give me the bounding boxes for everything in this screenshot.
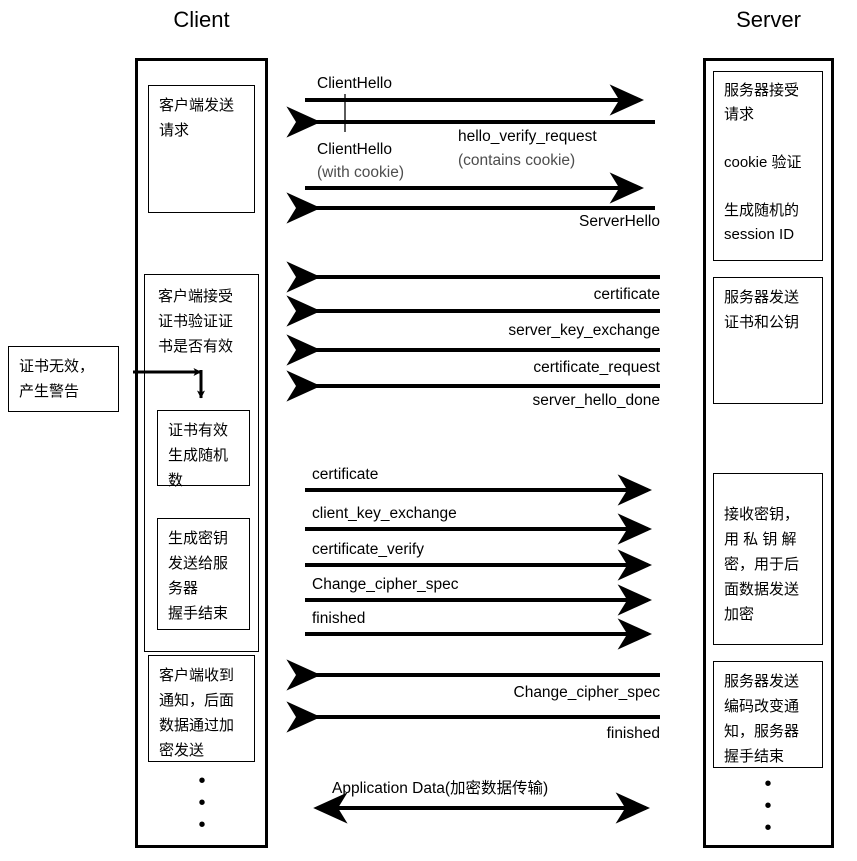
client-box-received-notice: 客户端收到 通知，后面 数据通过加 密发送 — [148, 655, 255, 762]
client-ellipsis-dot-2: • — [198, 792, 206, 814]
caption-server-key-exchange: server_key_exchange — [508, 322, 660, 339]
caption-client-hello-1: ClientHello — [317, 75, 392, 92]
server-ellipsis-dot-1: • — [764, 773, 772, 795]
server-ellipsis-dot-2: • — [764, 795, 772, 817]
caption-finished-server: finished — [606, 725, 660, 742]
caption-server-hello: ServerHello — [579, 213, 660, 230]
caption-client-hello-2: ClientHello — [317, 141, 392, 158]
client-ellipsis-dot-1: • — [198, 770, 206, 792]
server-box-send-certificate: 服务器发送 证书和公钥 — [713, 277, 823, 404]
client-ellipsis-dot-3: • — [198, 814, 206, 836]
client-box-verify-certificate: 客户端接受 证书验证证 书是否有效 — [148, 277, 255, 382]
caption-with-cookie: (with cookie) — [317, 164, 404, 181]
caption-certificate-server: certificate — [593, 286, 660, 303]
client-box-generate-key: 生成密钥 发送给服 务器 握手结束 — [157, 518, 250, 630]
server-ellipsis: • • • — [758, 773, 778, 839]
caption-server-hello-done: server_hello_done — [532, 392, 660, 409]
server-box-accept-request: 服务器接受 请求 cookie 验证 生成随机的 session ID — [713, 71, 823, 261]
client-box-certificate-valid: 证书有效 生成随机 数 — [157, 410, 250, 489]
caption-client-key-exchange: client_key_exchange — [312, 505, 457, 522]
caption-application-data: Application Data(加密数据传输) — [332, 780, 549, 797]
server-ellipsis-dot-3: • — [764, 817, 772, 839]
server-box-cipher-change: 服务器发送 编码改变通 知，服务器 握手结束 — [713, 661, 823, 768]
client-column-title: Client — [173, 7, 230, 32]
caption-certificate-verify: certificate_verify — [312, 541, 424, 558]
server-box-receive-key: 接收密钥， 用 私 钥 解 密，用于后 面数据发送 加密 — [713, 473, 823, 645]
server-column-title: Server — [736, 7, 801, 32]
caption-finished-client: finished — [312, 610, 366, 627]
caption-certificate-client: certificate — [312, 466, 379, 483]
caption-change-cipher-spec-server: Change_cipher_spec — [513, 684, 661, 701]
caption-change-cipher-spec-client: Change_cipher_spec — [312, 576, 459, 593]
certificate-invalid-alert-box: 证书无效， 产生警告 — [8, 346, 119, 412]
caption-contains-cookie: (contains cookie) — [458, 152, 576, 169]
caption-certificate-request: certificate_request — [533, 359, 660, 376]
client-box-send-request: 客户端发送 请求 — [148, 85, 255, 213]
caption-hello-verify-request: hello_verify_request — [458, 128, 597, 145]
client-ellipsis: • • • — [192, 770, 212, 836]
